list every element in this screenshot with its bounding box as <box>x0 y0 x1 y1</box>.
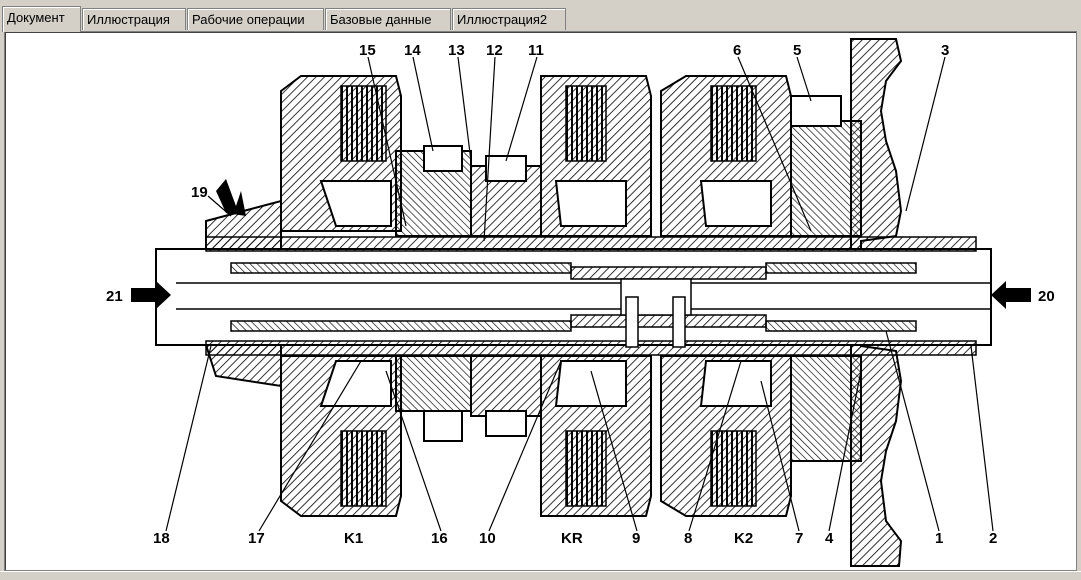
k2-plates-lower <box>710 430 757 507</box>
label-k2: K2 <box>734 530 753 547</box>
label-4: 4 <box>825 530 834 547</box>
tab-illustration2[interactable]: Иллюстрация2 <box>452 8 566 30</box>
kr-plates-lower <box>565 430 607 507</box>
label-21: 21 <box>106 288 123 305</box>
kr-plates-upper <box>565 85 607 162</box>
tab-bar: Документ Иллюстрация Рабочие операции Ба… <box>0 6 1081 32</box>
label-kr: KR <box>561 530 583 547</box>
label-9: 9 <box>632 530 640 547</box>
arrow-19-icon <box>216 179 246 216</box>
inner-shaft-upper-left <box>230 262 572 274</box>
k2-plates-upper <box>710 85 757 162</box>
label-14: 14 <box>404 42 421 59</box>
label-8: 8 <box>684 530 692 547</box>
tab-document[interactable]: Документ <box>2 6 81 32</box>
label-12: 12 <box>486 42 503 59</box>
label-5: 5 <box>793 42 801 59</box>
inner-shaft-lower-right <box>765 320 917 332</box>
label-18: 18 <box>153 530 170 547</box>
label-16: 16 <box>431 530 448 547</box>
inner-shaft-lower-mid <box>570 314 767 328</box>
label-3: 3 <box>941 42 949 59</box>
transmission-clutch-drawing: 15 14 13 12 11 6 5 3 19 21 20 18 17 K1 1… <box>106 38 1055 567</box>
label-19: 19 <box>191 184 208 201</box>
label-17: 17 <box>248 530 265 547</box>
label-20: 20 <box>1038 288 1055 305</box>
illustration-panel: 15 14 13 12 11 6 5 3 19 21 20 18 17 K1 1… <box>4 31 1077 571</box>
tab-illustration[interactable]: Иллюстрация <box>82 8 186 30</box>
label-15: 15 <box>359 42 376 59</box>
upper-shaft-sleeve <box>205 236 977 252</box>
label-10: 10 <box>479 530 496 547</box>
label-1: 1 <box>935 530 943 547</box>
arrow-21-icon <box>131 281 171 309</box>
label-13: 13 <box>448 42 465 59</box>
label-2: 2 <box>989 530 997 547</box>
bottom-edge <box>0 571 1081 580</box>
label-7: 7 <box>795 530 803 547</box>
inner-shaft-upper-right <box>765 262 917 274</box>
gear-5 <box>790 120 862 237</box>
k1-plates-upper <box>340 85 387 162</box>
label-11: 11 <box>528 42 544 59</box>
label-k1: K1 <box>344 530 363 547</box>
arrow-20-icon <box>991 281 1031 309</box>
inner-shaft-upper-mid <box>570 266 767 280</box>
k1-plates-lower <box>340 430 387 507</box>
label-6: 6 <box>733 42 741 59</box>
inner-shaft-lower-left <box>230 320 572 332</box>
tab-base-data[interactable]: Базовые данные <box>325 8 451 30</box>
lower-shaft-sleeve <box>205 340 977 356</box>
tab-work-operations[interactable]: Рабочие операции <box>187 8 324 30</box>
